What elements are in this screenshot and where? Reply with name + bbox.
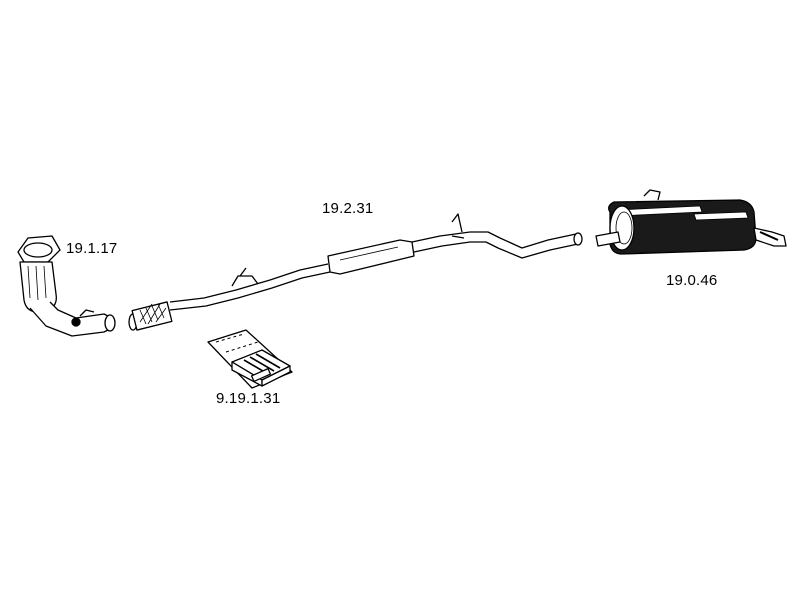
middle-pipe[interactable]	[129, 214, 582, 330]
rear-top-bracket	[644, 190, 660, 200]
rear-inlet-pipe	[596, 232, 620, 246]
mounting-kit[interactable]	[208, 330, 292, 388]
kit-clamp-side	[262, 366, 290, 386]
mounting-kit-part-number: 9.19.1.31	[216, 390, 281, 407]
cat-downpipe	[30, 302, 112, 336]
rear-silencer[interactable]	[596, 190, 786, 254]
kit-clamp-window	[252, 369, 271, 382]
centre-silencer	[328, 240, 414, 274]
middle-pipe-part-number: 19.2.31	[322, 200, 374, 217]
centre-silencer-highlight	[340, 247, 398, 260]
flex-joint	[132, 302, 172, 330]
pipe-front-lower	[170, 272, 330, 310]
cat-top-opening	[24, 243, 52, 257]
front-hanger	[232, 268, 258, 286]
cat-body-shading	[28, 266, 46, 300]
rear-hanger	[452, 214, 464, 238]
pipe-front-upper	[170, 264, 328, 302]
cat-sensor-boss	[71, 317, 81, 327]
cat-pipe-end	[105, 315, 115, 331]
flex-joint-mesh	[140, 304, 166, 324]
rear-tailpipe-shading	[760, 232, 778, 240]
pipe-rear-upper	[412, 232, 576, 248]
rear-box-end-inner	[616, 212, 632, 244]
middle-pipe-outlet	[574, 233, 582, 245]
rear-box-highlight-2	[694, 212, 748, 220]
cat-bracket	[80, 310, 94, 316]
catalytic-converter-part-number: 19.1.17	[66, 240, 118, 257]
pipe-rear-lower	[414, 242, 578, 258]
kit-plate-dashes	[216, 334, 258, 352]
rear-silencer-part-number: 19.0.46	[666, 272, 718, 289]
catalytic-converter[interactable]	[18, 236, 115, 336]
